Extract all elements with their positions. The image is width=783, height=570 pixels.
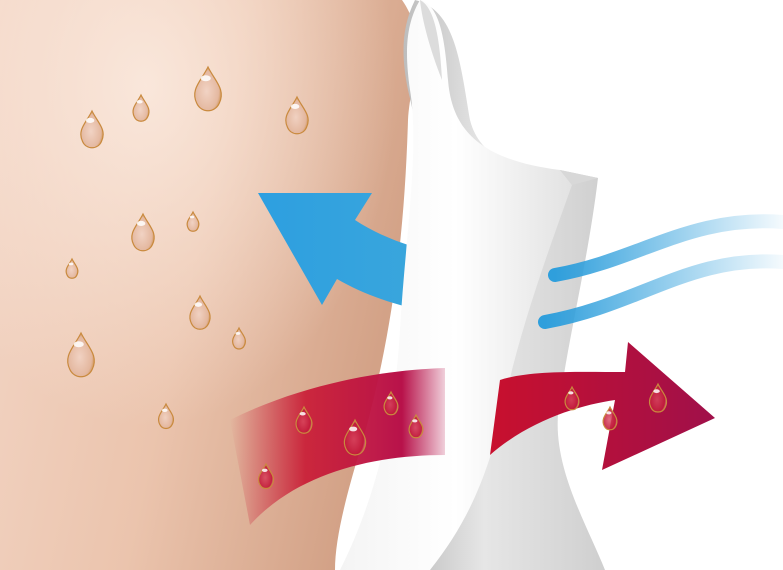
droplet-icon <box>67 331 95 378</box>
droplet-icon <box>648 382 668 413</box>
droplet-icon <box>602 405 618 431</box>
droplet-icon <box>132 93 150 122</box>
droplet-icon <box>564 385 580 411</box>
droplet-icon <box>295 405 313 434</box>
droplet-icon <box>194 65 222 112</box>
droplet-icon <box>343 418 367 456</box>
droplet-icon <box>285 95 309 135</box>
droplet-icon <box>232 326 246 350</box>
droplet-icon <box>408 413 424 439</box>
droplet-icon <box>65 257 79 279</box>
droplet-icon <box>157 402 175 430</box>
droplet-icon <box>189 294 211 330</box>
droplet-icon <box>131 212 155 252</box>
droplet-icon <box>257 462 275 490</box>
droplet-icon <box>383 390 399 416</box>
wind-lines <box>538 214 783 329</box>
droplet-icon <box>80 109 104 149</box>
droplet-icon <box>186 210 200 232</box>
skin-droplets <box>65 65 309 430</box>
moisture-droplets <box>257 382 668 490</box>
